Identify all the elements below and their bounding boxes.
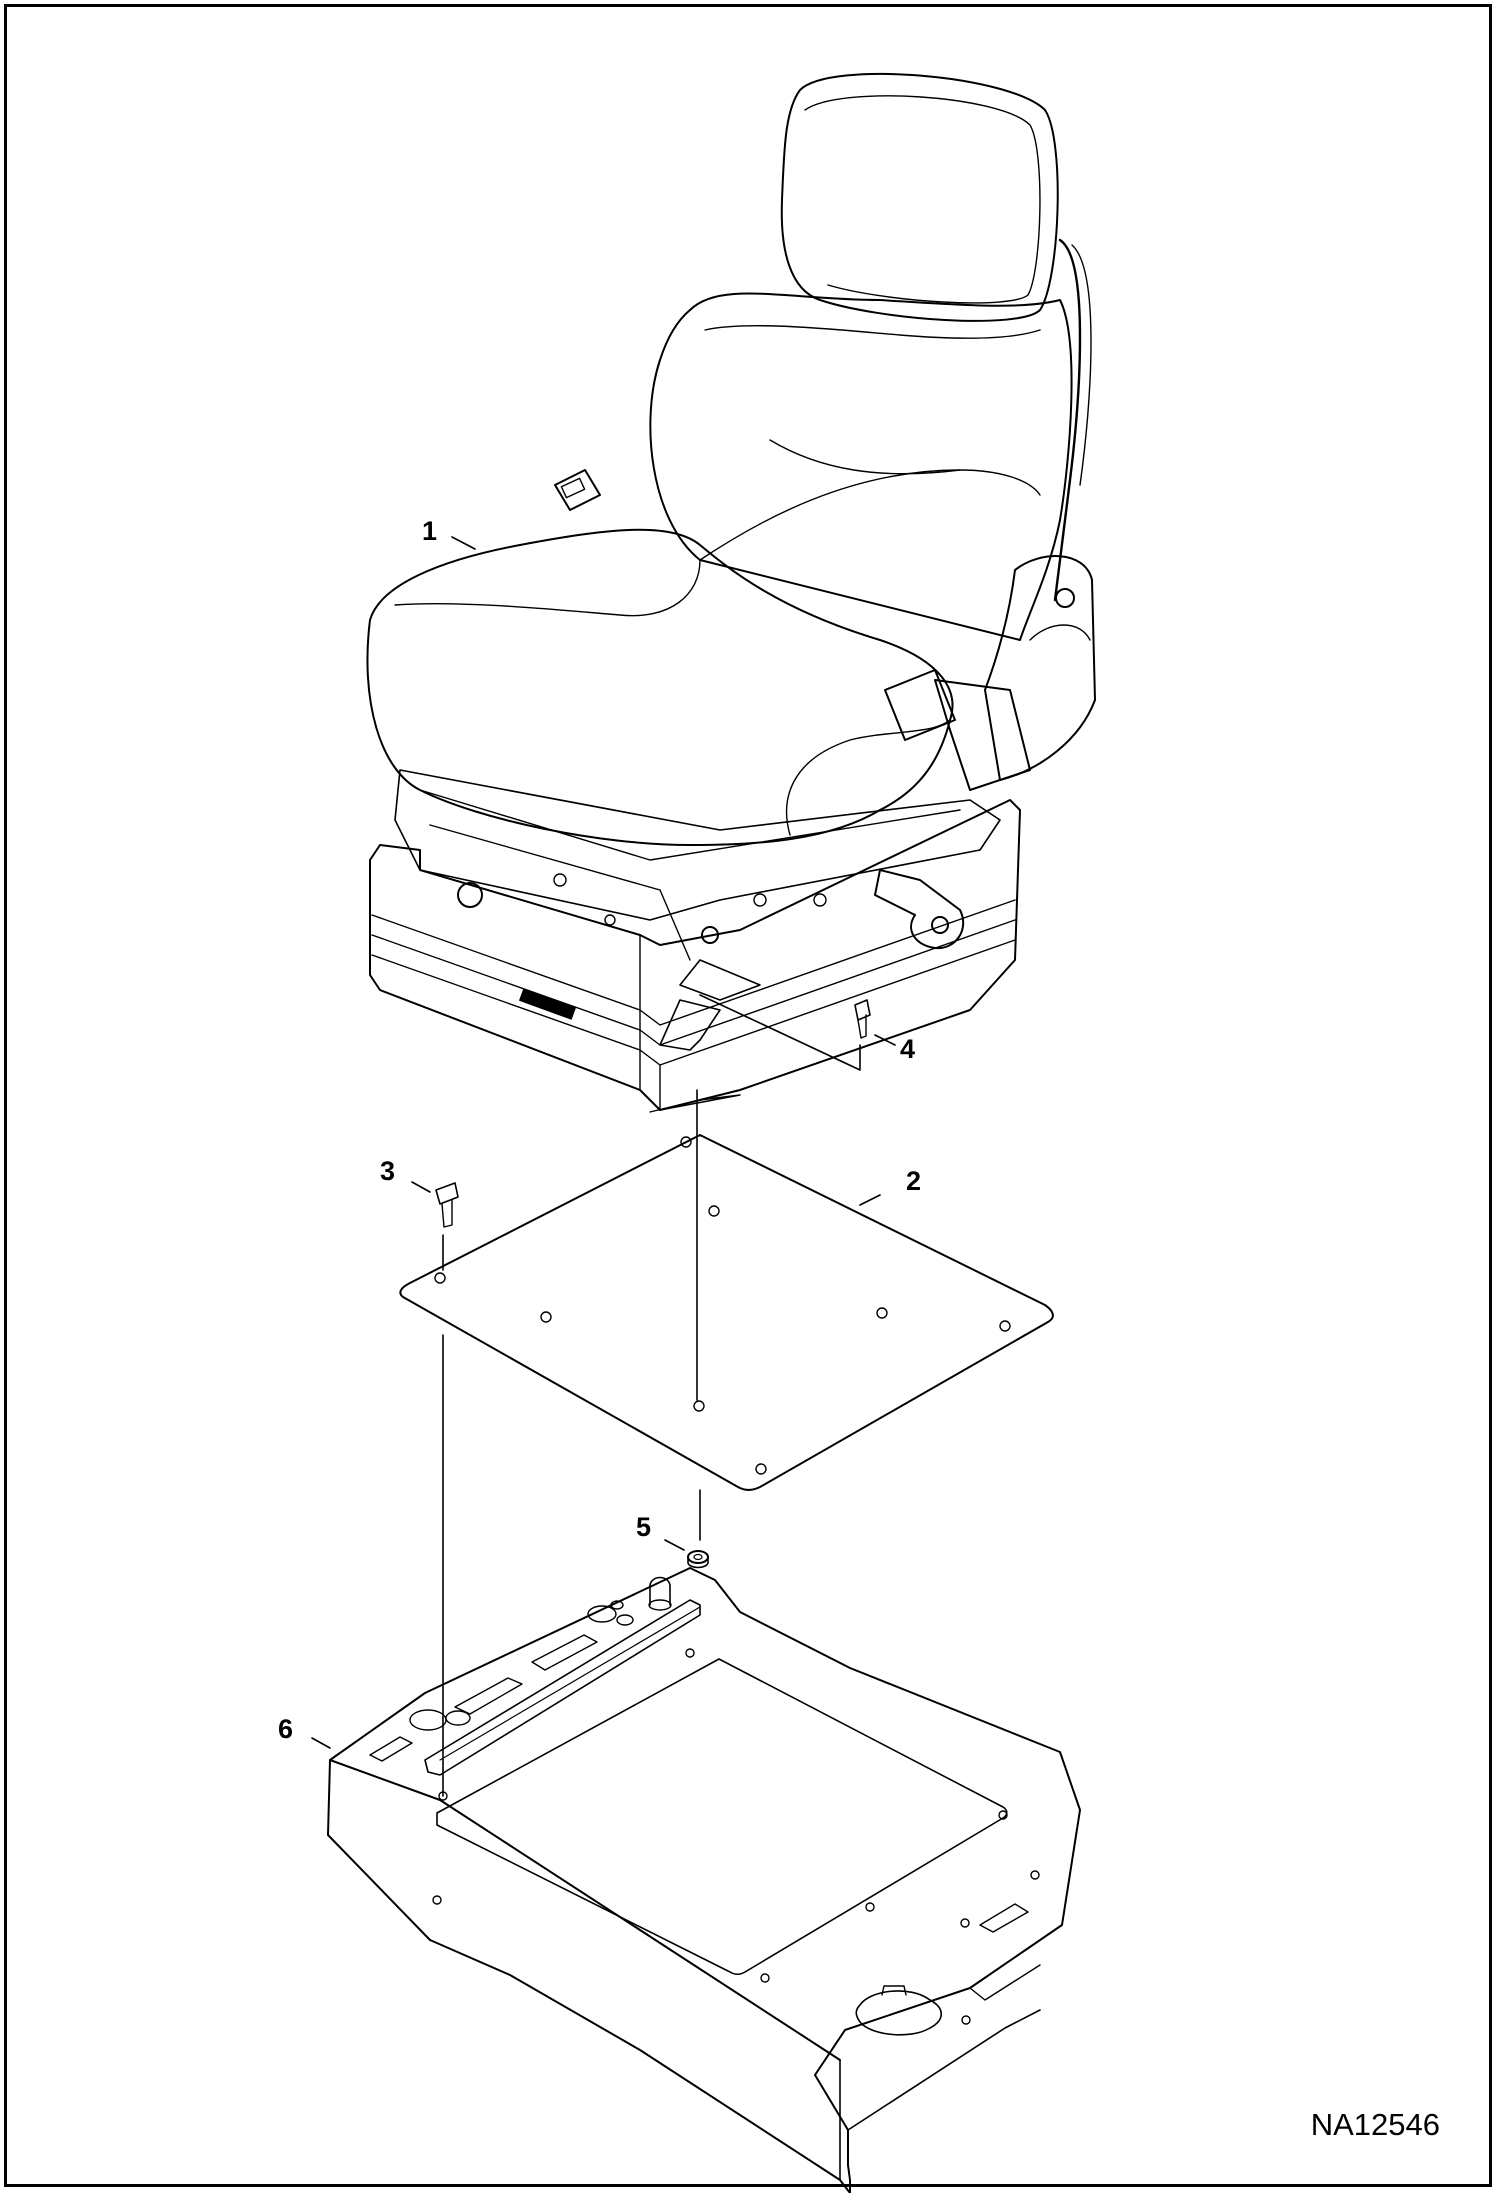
bolt-4 bbox=[700, 995, 870, 1070]
callout-2: 2 bbox=[906, 1166, 922, 1196]
leader-lines bbox=[312, 537, 895, 1748]
callout-6: 6 bbox=[278, 1714, 294, 1744]
callout-1: 1 bbox=[422, 516, 438, 546]
callout-3: 3 bbox=[380, 1156, 396, 1186]
nut-5 bbox=[688, 1551, 708, 1568]
drawing-frame bbox=[4, 4, 1492, 2187]
callout-4: 4 bbox=[900, 1034, 916, 1064]
bolt-3 bbox=[436, 1183, 458, 1227]
alignment-lines bbox=[443, 1090, 700, 1796]
seat-mounting-plate bbox=[400, 1135, 1053, 1490]
seat-base-panel bbox=[328, 1568, 1080, 2193]
drawing-number: NA12546 bbox=[1310, 2107, 1440, 2142]
seat-assembly bbox=[367, 74, 1095, 1112]
callout-5: 5 bbox=[636, 1512, 652, 1542]
